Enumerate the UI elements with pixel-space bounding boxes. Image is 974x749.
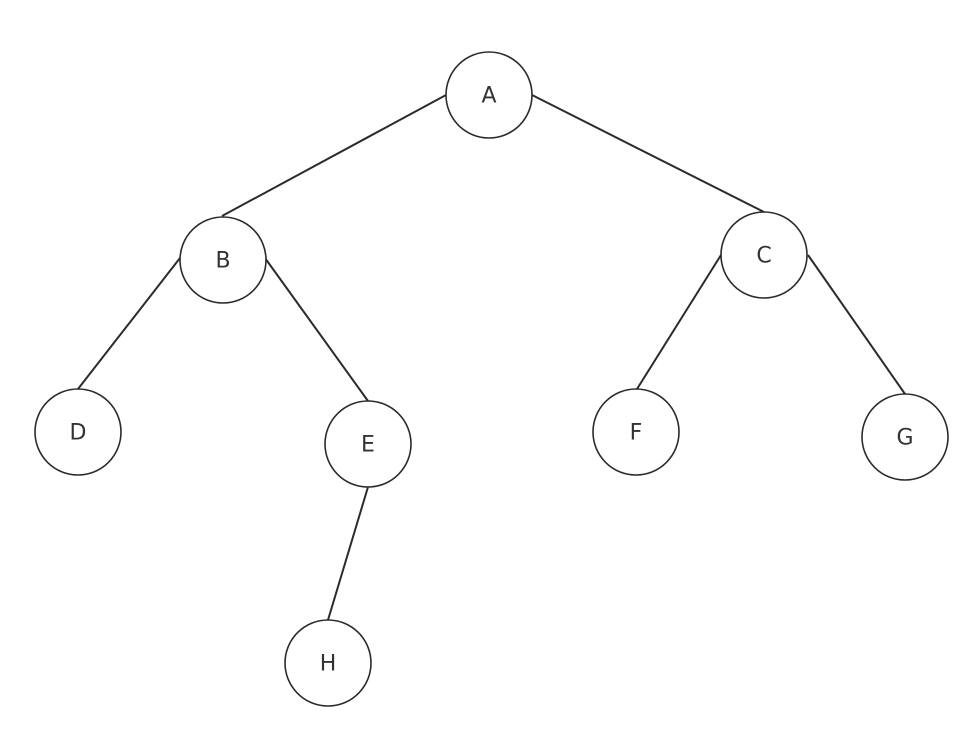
node-label-f: F: [630, 421, 643, 446]
edge-a-c: [531, 94, 765, 213]
nodes-layer: A B C D E F G H: [34, 51, 949, 707]
node-label-h: H: [320, 652, 337, 677]
node-label-e: E: [361, 433, 375, 458]
tree-node-e: E: [324, 400, 412, 488]
tree-node-g: G: [861, 393, 949, 481]
edge-b-e: [264, 257, 369, 402]
edge-c-g: [807, 254, 906, 395]
tree-node-d: D: [34, 388, 122, 476]
tree-node-b: B: [179, 216, 267, 304]
tree-node-a: A: [445, 51, 533, 139]
node-circle-b: [179, 216, 267, 304]
edges-layer: [77, 94, 906, 621]
node-circle-e: [324, 400, 412, 488]
node-label-c: C: [756, 244, 771, 269]
tree-node-c: C: [720, 211, 808, 299]
node-label-g: G: [896, 426, 913, 451]
node-circle-h: [284, 619, 372, 707]
tree-node-f: F: [592, 388, 680, 476]
edge-c-f: [636, 254, 722, 390]
node-circle-f: [592, 388, 680, 476]
node-circle-d: [34, 388, 122, 476]
node-label-a: A: [481, 84, 496, 109]
node-circle-c: [720, 211, 808, 299]
tree-node-h: H: [284, 619, 372, 707]
edge-b-d: [77, 257, 181, 390]
node-label-b: B: [215, 249, 230, 274]
edge-a-b: [221, 94, 447, 217]
node-label-d: D: [70, 421, 87, 446]
node-circle-a: [445, 51, 533, 139]
node-circle-g: [861, 393, 949, 481]
edge-e-h: [327, 486, 369, 621]
